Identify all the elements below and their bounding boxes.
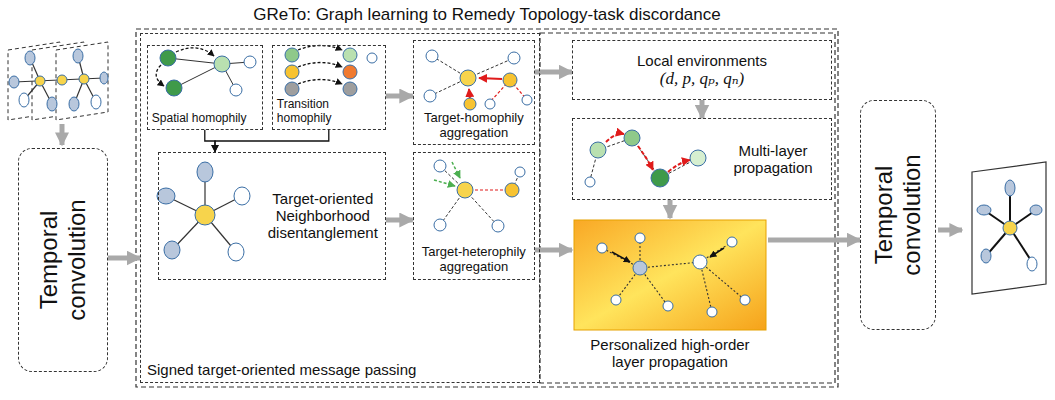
node-label: Signed target-oriented message passing (147, 361, 533, 378)
node-label: Target-heterophily aggregation (418, 245, 530, 275)
flow-arrow (386, 218, 413, 223)
flow-arrow (700, 100, 705, 118)
flow-arrow (668, 200, 673, 218)
temporal-conv-box: Temporal convolution (18, 148, 108, 372)
flow-arrow (535, 70, 572, 75)
disentangle-box: Target-oriented Neighborhood disentangle… (158, 152, 386, 280)
node-label: Temporal convolution (870, 112, 925, 318)
node-label: Target-homophily aggregation (418, 111, 530, 141)
flow-arrow (108, 256, 140, 261)
node-label: Target-oriented Neighborhood disentangle… (265, 190, 381, 242)
node-label: Local environments (579, 52, 825, 69)
flow-arrow (535, 248, 572, 253)
aggregation-box: Target-homophily aggregation (413, 40, 535, 145)
section-box: Spatial homophilyTransition homophilyTar… (140, 33, 540, 383)
temporal-conv-box: Temporal convolution (860, 100, 936, 330)
propagation-box: Multi-layer propagation (572, 118, 832, 200)
node-label: Transition homophily (277, 98, 381, 126)
flow-arrow (386, 94, 413, 99)
homophily-box: Spatial homophily (147, 45, 263, 130)
node-label: Multi-layer propagation (719, 142, 827, 177)
flow-arrow (768, 238, 860, 243)
node-label: Personalized high-order layer propagatio… (576, 336, 764, 371)
homophily-box: Transition homophily (272, 45, 386, 130)
aggregation-box: Target-heterophily aggregation (413, 152, 535, 280)
personalized-box: Personalized high-order layer propagatio… (572, 218, 768, 373)
node-label: Spatial homophily (152, 112, 258, 126)
environment-box: Local environments(d, p, qₚ, qₙ) (572, 40, 832, 100)
node-label: Temporal convolution (35, 160, 90, 360)
diagram-title: GReTo: Graph learning to Remedy Topology… (136, 5, 838, 25)
flow-arrow (205, 130, 215, 152)
flow-arrow (215, 130, 329, 152)
node-formula: (d, p, qₚ, qₙ) (579, 69, 825, 89)
